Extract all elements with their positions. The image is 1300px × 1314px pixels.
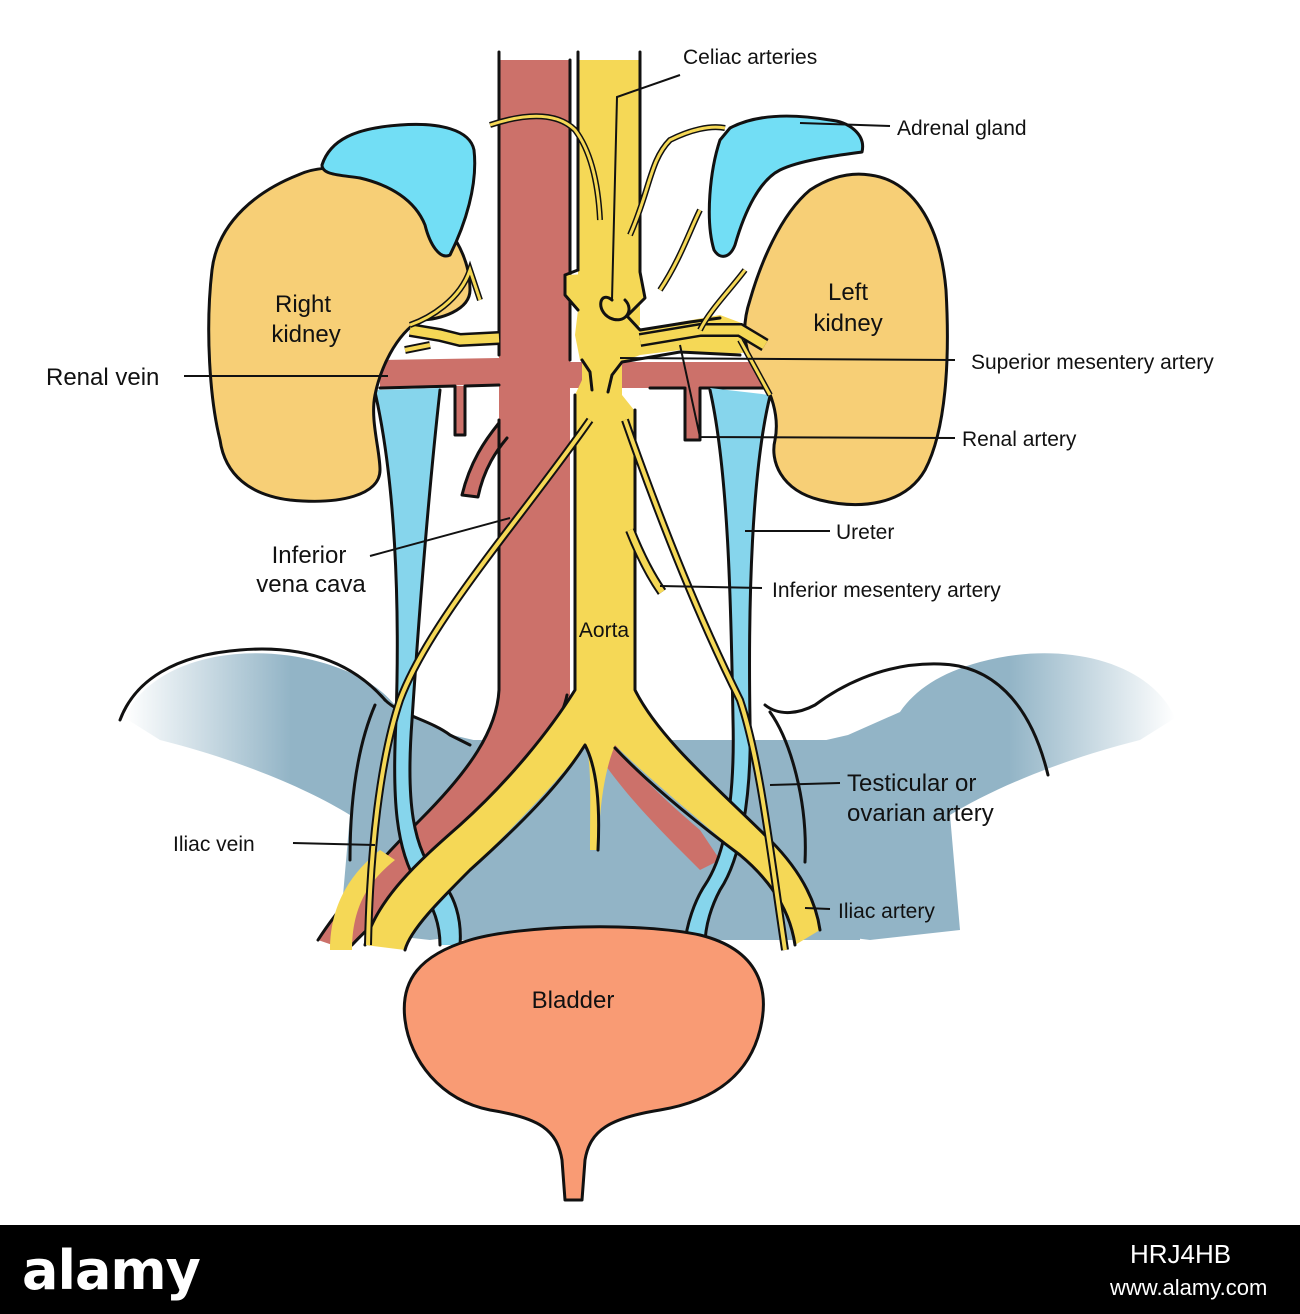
- label-adrenal-gland: Adrenal gland: [897, 117, 1027, 140]
- label-left-kidney-line2: kidney: [813, 310, 882, 337]
- label-testicular-line2: ovarian artery: [847, 800, 994, 827]
- stock-site-url: www.alamy.com: [1110, 1275, 1268, 1300]
- left-adrenal-gland: [707, 114, 865, 258]
- right-adrenal-gland: [320, 122, 477, 258]
- label-celiac-arteries: Celiac arteries: [683, 46, 817, 69]
- ureters: [373, 388, 772, 947]
- leader-lines: [184, 74, 956, 910]
- labels: Celiac arteries Adrenal gland Right kidn…: [46, 46, 1214, 1014]
- label-superior-mesentery-artery: Superior mesentery artery: [971, 351, 1214, 374]
- image-id: HRJ4HB: [1130, 1239, 1232, 1269]
- label-iliac-vein: Iliac vein: [173, 833, 255, 856]
- arterial-branches: [364, 113, 789, 951]
- urinary-system-diagram: Celiac arteries Adrenal gland Right kidn…: [46, 46, 1214, 1202]
- label-ureter: Ureter: [836, 521, 894, 544]
- label-inferior-mesentery-artery: Inferior mesentery artery: [772, 579, 1001, 602]
- bladder: [402, 925, 765, 1202]
- label-bladder: Bladder: [532, 987, 615, 1014]
- label-aorta: Aorta: [579, 619, 630, 642]
- left-kidney: [743, 172, 949, 506]
- label-testicular-line1: Testicular or: [847, 770, 976, 797]
- label-renal-vein: Renal vein: [46, 364, 159, 391]
- alamy-logo: alamy: [22, 1239, 201, 1302]
- label-ivc-line2: vena cava: [256, 571, 366, 598]
- label-renal-artery: Renal artery: [962, 428, 1077, 451]
- watermark-footer: alamy HRJ4HB www.alamy.com: [0, 1225, 1300, 1314]
- label-iliac-artery: Iliac artery: [838, 900, 935, 923]
- label-left-kidney-line1: Left: [828, 279, 868, 306]
- label-right-kidney-line2: kidney: [271, 321, 340, 348]
- label-right-kidney-line1: Right: [275, 291, 331, 318]
- label-ivc-line1: Inferior: [272, 542, 347, 569]
